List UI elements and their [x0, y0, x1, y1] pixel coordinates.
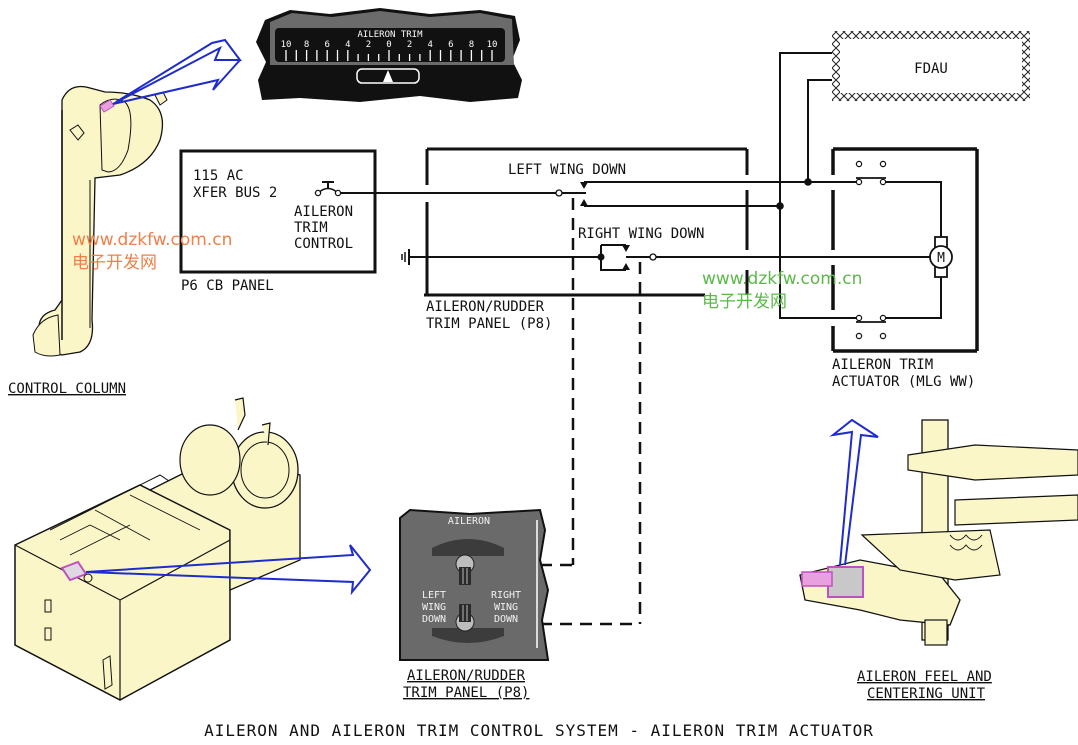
feel-centering-unit-illustration	[799, 419, 1078, 646]
p8-right-line2: WING	[494, 602, 518, 613]
motor-symbol: M	[937, 251, 945, 266]
indicator-scale-label: 8	[469, 40, 474, 50]
watermark-url: www.dzkfw.com.cn	[702, 269, 862, 289]
p8-left-line1: LEFT	[422, 590, 446, 601]
control-stand-illustration	[14, 397, 301, 701]
indicator-scale-label: 2	[407, 40, 412, 50]
pointer-arrow-to-actuator	[829, 418, 879, 566]
aileron-trim-actuator: M AILERON TRIM ACTUATOR (MLG WW)	[808, 147, 979, 390]
pointer-arrow-to-indicator	[112, 38, 242, 105]
trim-switch-schematic: LEFT WING DOWN RIGHT WING DOWN AILERON/R…	[341, 147, 930, 626]
trim-panel-name-line1: AILERON/RUDDER	[426, 299, 545, 315]
indicator-scale-label: 4	[427, 40, 432, 50]
indicator-scale-label: 10	[281, 40, 292, 50]
watermark-name: 电子开发网	[702, 292, 787, 312]
pointer-arrow-to-p8-panel	[85, 544, 372, 596]
p8-caption-line1: AILERON/RUDDER	[407, 668, 526, 684]
fdau-box: FDAU	[776, 31, 1030, 319]
aileron-trim-switch-lower[interactable]	[455, 604, 475, 632]
p8-left-line2: WING	[422, 602, 446, 613]
lower-guard	[432, 628, 504, 643]
indicator-window	[356, 68, 420, 84]
watermark-1: www.dzkfw.com.cn 电子开发网	[72, 230, 232, 273]
actuator-name-line2: ACTUATOR (MLG WW)	[832, 374, 975, 390]
p8-right-line3: DOWN	[494, 614, 518, 625]
p8-caption-line2: TRIM PANEL (P8)	[403, 685, 529, 701]
limit-switch-upper	[855, 160, 887, 186]
aileron-trim-indicator: AILERON TRIM 10 8 6 4 2 0 2 4 6 8 10	[256, 8, 522, 102]
indicator-scale-label: 6	[324, 40, 329, 50]
indicator-scale-label: 2	[366, 40, 371, 50]
fdau-label: FDAU	[914, 61, 948, 77]
bus-label-line1: 115 AC	[193, 168, 244, 184]
indicator-scale-label: 10	[487, 40, 498, 50]
limit-switch-lower	[855, 314, 887, 340]
bus-label-line2: XFER BUS 2	[193, 185, 277, 201]
left-switch-pivot	[555, 189, 563, 197]
watermark-2: www.dzkfw.com.cn 电子开发网	[702, 269, 862, 312]
breaker-label-line2: TRIM	[294, 220, 328, 236]
trim-panel-name-line2: TRIM PANEL (P8)	[426, 316, 552, 332]
watermark-url: www.dzkfw.com.cn	[72, 230, 232, 250]
indicator-pointer	[383, 70, 393, 82]
p6-cb-panel: 115 AC XFER BUS 2 AILERON TRIM CONTROL P…	[179, 149, 377, 294]
circuit-breaker-icon	[314, 181, 342, 197]
left-wing-down-label: LEFT WING DOWN	[508, 162, 626, 178]
upper-guard	[432, 539, 504, 556]
indicator-scale: 10 8 6 4 2 0 2 4 6 8 10	[281, 40, 498, 61]
p8-panel-illustration: AILERON LEFT WING DOWN RIGHT WING DOWN	[399, 508, 550, 661]
aileron-trim-switch-upper[interactable]	[455, 554, 475, 585]
indicator-label: AILERON TRIM	[357, 30, 423, 40]
right-wing-down-label: RIGHT WING DOWN	[578, 226, 704, 242]
indicator-scale-label: 0	[386, 40, 391, 50]
breaker-label-line1: AILERON	[294, 204, 353, 220]
indicator-scale-label: 4	[345, 40, 350, 50]
actuator-name-line1: AILERON TRIM	[832, 357, 933, 373]
p8-right-line1: RIGHT	[491, 590, 521, 601]
p6-panel-name: P6 CB PANEL	[181, 278, 274, 294]
breaker-label-line3: CONTROL	[294, 236, 353, 252]
motor-icon: M	[929, 236, 953, 278]
p8-header-label: AILERON	[448, 516, 490, 527]
indicator-scale-label: 8	[304, 40, 309, 50]
indicator-scale-label: 6	[448, 40, 453, 50]
feel-unit-caption-line1: AILERON FEEL AND	[857, 669, 992, 685]
control-column-label: CONTROL COLUMN	[8, 381, 126, 397]
diagram-title: AILERON AND AILERON TRIM CONTROL SYSTEM …	[204, 721, 874, 740]
p8-left-line3: DOWN	[422, 614, 446, 625]
watermark-name: 电子开发网	[72, 253, 157, 273]
control-column-illustration	[32, 85, 168, 357]
feel-unit-caption-line2: CENTERING UNIT	[867, 686, 986, 702]
ground-icon	[401, 249, 410, 265]
